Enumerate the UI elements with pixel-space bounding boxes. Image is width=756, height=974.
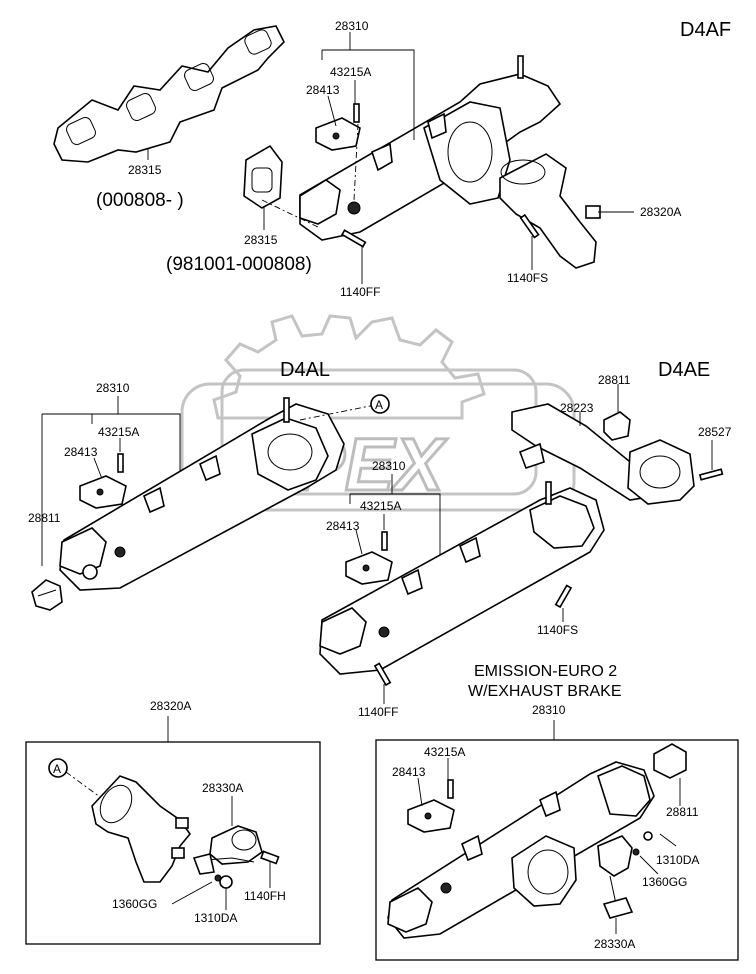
label-28310-d4af: 28310 — [335, 19, 369, 33]
engine-label-d4al: D4AL — [280, 359, 330, 381]
bracket-28413-d4ae — [345, 531, 393, 585]
label-28310-euro: 28310 — [532, 703, 566, 717]
label-1140fs-d4af: 1140FS — [507, 271, 548, 285]
manifold-28310-d4af — [299, 55, 562, 241]
bolt-1140ff-d4ae — [373, 662, 392, 687]
label-28320a-d4af: 28320A — [640, 205, 681, 219]
label-1310da-euro: 1310DA — [656, 853, 699, 867]
elbow-28320a-box — [91, 775, 192, 883]
label-28413-d4al: 28413 — [64, 445, 98, 459]
nut-1360gg-box — [214, 874, 222, 882]
label-1140fs-d4ae: 1140FS — [537, 623, 578, 637]
manifold-28310-d4al — [59, 397, 345, 591]
label-43215a-d4af: 43215A — [330, 65, 371, 79]
bolt-1140fs-d4ae — [554, 584, 573, 609]
engine-label-d4af: D4AF — [680, 19, 731, 41]
label-28315-old-range: (981001-000808) — [166, 254, 312, 275]
ref-circle-a-box — [48, 758, 68, 778]
d4al-assembly: A D4AL 28310 43215A 28413 28811 — [28, 359, 390, 611]
exhaust-brake-28330a-box — [192, 825, 263, 875]
bolt-1140fh-box — [260, 850, 280, 865]
engine-label-d4ae: D4AE — [658, 359, 710, 381]
bracket-28413-d4al — [79, 453, 127, 509]
label-1140fh-box: 1140FH — [244, 889, 286, 903]
label-28310-d4ae: 28310 — [372, 459, 406, 473]
label-28413-euro: 28413 — [392, 765, 426, 779]
label-1310da-box: 1310DA — [194, 911, 237, 925]
bolt-1140ff-d4af — [341, 229, 367, 248]
label-28315-new-range: (000808- ) — [96, 190, 184, 211]
label-43215a-euro: 43215A — [424, 745, 465, 759]
manifold-28310-euro — [387, 761, 655, 939]
flange-d4ae — [627, 439, 695, 505]
label-1140ff-d4ae: 1140FF — [358, 705, 398, 719]
bolt-28527 — [698, 468, 724, 481]
label-43215a-d4ae: 43215A — [360, 499, 401, 513]
bolt-1140fs-d4af — [519, 213, 540, 239]
label-28315-new: 28315 — [128, 163, 162, 177]
plug-28811-d4ae — [603, 411, 631, 441]
label-28413-d4af: 28413 — [306, 83, 340, 97]
d4af-assembly: D4AF 28310 43215A 28413 28315 (000808- )… — [53, 19, 731, 299]
label-a-box: A — [53, 762, 61, 776]
label-1360gg-box: 1360GG — [112, 897, 157, 911]
gasket-28315-old — [243, 144, 283, 209]
label-28527: 28527 — [698, 425, 732, 439]
elbow-28320a — [499, 153, 601, 269]
label-28310-d4al: 28310 — [96, 381, 130, 395]
label-1360gg-euro: 1360GG — [642, 875, 687, 889]
nut-1360gg-euro — [632, 848, 640, 856]
nut-1310da-box — [219, 875, 233, 889]
label-28413-d4ae: 28413 — [326, 519, 360, 533]
bracket-28413-d4af — [315, 103, 361, 151]
emission-title-line2: W/EXHAUST BRAKE — [468, 683, 622, 700]
label-28811-d4ae: 28811 — [598, 373, 631, 387]
detail-box-a: 28320A A 28330A 1360GG 1310DA 1140FH — [25, 699, 321, 945]
label-28811-d4al: 28811 — [28, 511, 61, 525]
d4ae-assembly: D4AE 28811 28223 28527 28310 43215A 2841… — [319, 359, 732, 719]
plug-28811-euro — [653, 743, 687, 779]
nut-1310da-euro — [643, 831, 653, 841]
emission-euro2-box: EMISSION-EURO 2 W/EXHAUST BRAKE 28310 — [375, 663, 739, 961]
exhaust-brake-28330a-euro — [597, 835, 634, 919]
bracket-28413-euro — [407, 779, 455, 833]
label-28320a-box: 28320A — [150, 699, 191, 713]
label-43215a-d4al: 43215A — [98, 425, 139, 439]
manifold-28310-d4ae — [319, 481, 605, 675]
label-28223: 28223 — [560, 401, 594, 415]
label-1140ff-d4af: 1140FF — [340, 285, 380, 299]
label-28330a-euro: 28330A — [594, 937, 635, 951]
label-28315-old: 28315 — [244, 233, 278, 247]
label-28330a-box: 28330A — [202, 781, 243, 795]
label-28811-euro: 28811 — [666, 805, 699, 819]
plug-28811-d4al — [31, 579, 63, 611]
gasket-28315-new — [53, 25, 285, 163]
label-a-d4al: A — [375, 398, 383, 412]
emission-title-line1: EMISSION-EURO 2 — [474, 663, 617, 680]
ref-circle-a-d4al — [370, 394, 390, 414]
